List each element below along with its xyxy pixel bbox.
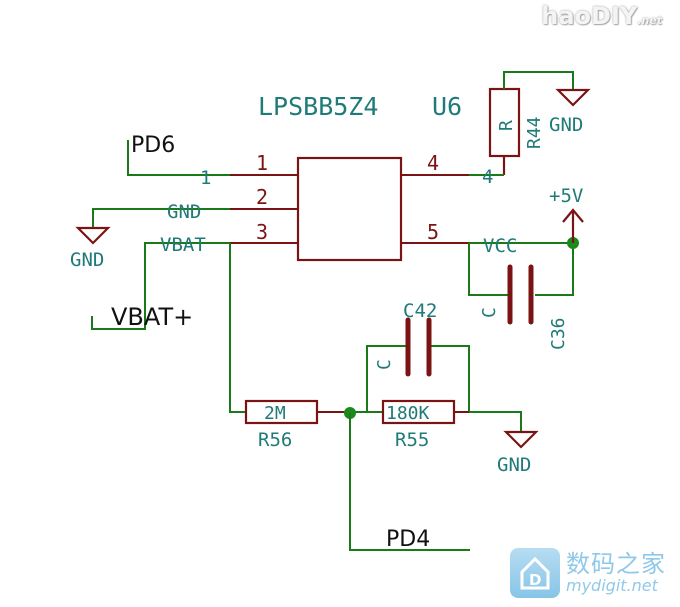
gnd-symbol-r44 (555, 88, 591, 107)
net-label-vbat-plus: VBAT+ (111, 303, 193, 331)
watermark-haodiy-main: haoDIY (541, 2, 638, 30)
plus5v-label: +5V (549, 185, 583, 207)
wire-pd4 (349, 413, 470, 551)
wire-c36-right (535, 243, 574, 296)
watermark-mydigit-chinese: 数码之家 (566, 550, 666, 578)
c36-ref: C36 (548, 317, 569, 350)
plus5v-arrow (562, 208, 584, 223)
net-label-pin4: 4 (482, 166, 493, 188)
wire-pd6 (127, 140, 230, 176)
watermark-haodiy-suffix: .net (637, 14, 662, 27)
ic-pin-3-number: 3 (256, 220, 268, 244)
c42-ref: C42 (403, 300, 437, 322)
c36-value: C (479, 307, 500, 318)
wire-c42-right (431, 345, 470, 412)
r44-ref: R44 (524, 116, 545, 149)
wire-c42-left (366, 345, 407, 412)
ic-pin-1-number: 1 (256, 151, 268, 175)
net-label-vcc: VCC (483, 235, 517, 257)
net-label-pd6: PD6 (131, 133, 175, 158)
wire-r55-gnd (469, 411, 522, 432)
c42-value: C (374, 359, 395, 370)
ic-ref-label: U6 (432, 92, 462, 121)
r44-value: R (496, 120, 517, 131)
r55-value: 180K (386, 403, 430, 424)
gnd-label-r44: GND (549, 114, 583, 136)
gnd-symbol-r55 (503, 430, 539, 449)
net-label-gnd-pin2: GND (167, 201, 201, 223)
ic-pin-5-number: 5 (427, 220, 439, 244)
r55-ref: R55 (395, 429, 429, 451)
wire-vbat-r56 (229, 243, 246, 413)
mydigit-logo-icon: D (510, 548, 560, 598)
wire-r44-gnd (503, 71, 574, 90)
r56-value: 2M (264, 403, 286, 424)
net-label-vbat: VBAT (160, 234, 206, 256)
ic-part-label: LPSBB5Z4 (258, 92, 378, 121)
ic-u6-body (296, 156, 403, 262)
watermark-mydigit-url: mydigit.net (566, 576, 658, 595)
watermark-haodiy: haoDIY.net (541, 2, 662, 30)
watermark-mydigit: D 数码之家 mydigit.net (510, 544, 680, 602)
ic-pin-4-number: 4 (427, 151, 439, 175)
gnd-label-r55: GND (497, 454, 531, 476)
r56-ref: R56 (258, 429, 292, 451)
gnd-label-left: GND (70, 249, 104, 271)
svg-text:D: D (529, 571, 541, 589)
wire-gnd-pin2 (92, 208, 230, 228)
net-label-pin1: 1 (200, 167, 211, 189)
ic-pin-2-number: 2 (256, 185, 268, 209)
gnd-symbol-left (75, 226, 111, 245)
wire-vbat-plus (91, 242, 230, 330)
house-icon: D (520, 556, 550, 590)
net-label-pd4: PD4 (386, 527, 430, 552)
wire-c36-left (468, 243, 508, 296)
